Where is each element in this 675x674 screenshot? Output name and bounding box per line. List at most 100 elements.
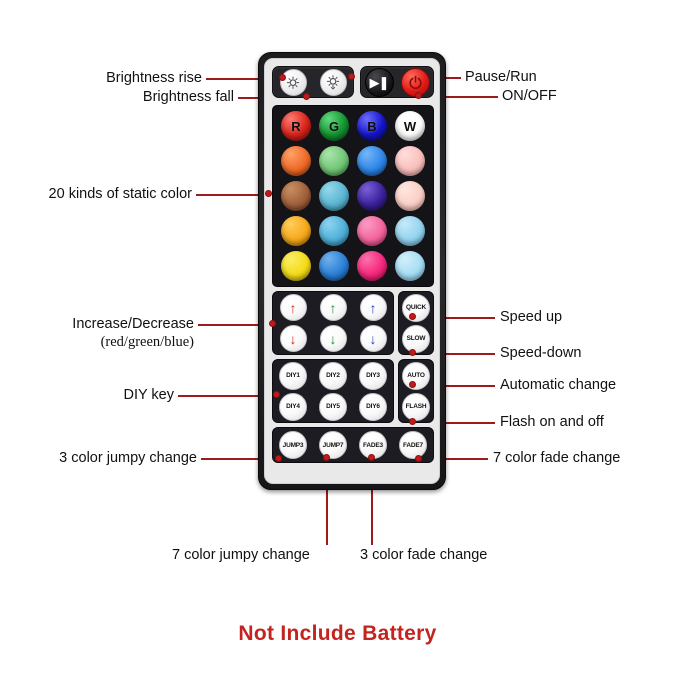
callout-dot-three-color-fade	[368, 454, 375, 461]
jump3-button[interactable]: JUMP3	[279, 431, 307, 459]
leader-line-speed-up	[412, 317, 495, 319]
fade7-button[interactable]: FADE7	[399, 431, 427, 459]
callout-dot-static-color	[265, 190, 272, 197]
label-increase-decrease-sub: (red/green/blue)	[100, 334, 194, 350]
label-seven-color-jumpy: 7 color jumpy change	[172, 547, 310, 563]
diy1-label: DIY1	[286, 372, 300, 379]
callout-dot-seven-color-fade	[415, 455, 422, 462]
diy4-label: DIY4	[286, 403, 300, 410]
leader-line-seven-color-fade	[418, 458, 488, 460]
slow-button[interactable]: SLOW	[402, 324, 430, 353]
leader-line-increase-decrease	[198, 324, 272, 326]
leader-line-seven-color-jumpy	[326, 457, 328, 545]
quick-button[interactable]: QUICK	[402, 293, 430, 322]
color-swatch[interactable]	[395, 180, 425, 211]
rgb-arrow-block: ↑ ↑ ↑ ↓ ↓ ↓	[272, 291, 394, 355]
arrow-up-icon: ↑	[329, 299, 337, 316]
callout-dot-three-color-jumpy	[275, 455, 282, 462]
color-swatch[interactable]	[319, 215, 349, 246]
diy4-button[interactable]: DIY4	[279, 392, 307, 421]
brightness-rise-button[interactable]	[279, 68, 307, 96]
flash-label: FLASH	[405, 403, 427, 410]
color-swatch[interactable]: G	[319, 111, 349, 142]
blue-down-button[interactable]: ↓	[359, 325, 387, 352]
mode-button-column: AUTO FLASH	[398, 359, 434, 423]
arrow-down-icon: ↓	[369, 330, 377, 347]
leader-line-three-color-jumpy	[201, 458, 278, 460]
blue-up-button[interactable]: ↑	[359, 294, 387, 321]
label-diy-key: DIY key	[123, 387, 174, 403]
arrow-down-icon: ↓	[289, 330, 297, 347]
play-pause-icon: ▶❚	[369, 74, 390, 90]
color-swatch[interactable]	[281, 250, 311, 281]
fade7-label: FADE7	[403, 441, 423, 449]
red-down-button[interactable]: ↓	[279, 325, 307, 352]
auto-button[interactable]: AUTO	[402, 361, 430, 390]
color-swatch[interactable]	[395, 146, 425, 177]
callout-dot-seven-color-jumpy	[323, 454, 330, 461]
swatch-label: W	[403, 118, 417, 134]
color-swatch-grid: R G B W	[272, 105, 434, 287]
callout-dot-speed-up	[409, 313, 416, 320]
diy6-label: DIY6	[366, 403, 380, 410]
color-swatch[interactable]	[357, 146, 387, 177]
label-seven-color-fade: 7 color fade change	[493, 450, 621, 466]
leader-line-diy-key	[178, 395, 276, 397]
color-swatch[interactable]	[281, 146, 311, 177]
diy3-button[interactable]: DIY3	[359, 361, 387, 390]
green-up-button[interactable]: ↑	[319, 294, 347, 321]
callout-dot-speed-down	[409, 349, 416, 356]
diy-button-block: DIY1 DIY2 DIY3 DIY4 DIY5 DIY6	[272, 359, 394, 423]
color-swatch[interactable]: B	[357, 111, 387, 142]
remote-control-body: ▶❚ R G B W	[258, 52, 446, 490]
callout-dot-diy-key	[273, 391, 280, 398]
color-swatch[interactable]	[319, 180, 349, 211]
flash-button[interactable]: FLASH	[402, 392, 430, 421]
diy6-button[interactable]: DIY6	[359, 392, 387, 421]
color-swatch[interactable]: R	[281, 111, 311, 142]
color-swatch[interactable]	[357, 250, 387, 281]
color-swatch[interactable]	[395, 250, 425, 281]
jump3-label: JUMP3	[282, 441, 304, 449]
callout-dot-pause-run	[348, 73, 355, 80]
speed-button-column: QUICK SLOW	[398, 291, 434, 355]
diy1-button[interactable]: DIY1	[279, 361, 307, 390]
jump7-label: JUMP7	[322, 441, 344, 449]
diy5-label: DIY5	[326, 403, 340, 410]
swatch-label: R	[291, 118, 301, 134]
color-swatch[interactable]	[357, 180, 387, 211]
leader-line-on-off	[418, 96, 498, 98]
power-icon	[408, 75, 422, 89]
diy2-button[interactable]: DIY2	[319, 361, 347, 390]
color-swatch[interactable]	[319, 250, 349, 281]
color-swatch[interactable]	[319, 146, 349, 177]
sun-down-icon	[326, 75, 340, 90]
power-panel: ▶❚	[360, 66, 434, 98]
diy2-label: DIY2	[326, 372, 340, 379]
color-swatch[interactable]	[281, 180, 311, 211]
diy5-button[interactable]: DIY5	[319, 392, 347, 421]
color-swatch[interactable]	[357, 215, 387, 246]
label-speed-up: Speed up	[500, 309, 563, 325]
pause-run-button[interactable]: ▶❚	[364, 67, 394, 97]
red-up-button[interactable]: ↑	[279, 294, 307, 321]
label-brightness-fall: Brightness fall	[142, 89, 234, 105]
callout-dot-automatic-change	[409, 381, 416, 388]
brightness-fall-button[interactable]	[319, 68, 347, 96]
green-down-button[interactable]: ↓	[319, 325, 347, 352]
callout-dot-brightness-rise	[279, 74, 286, 81]
color-swatch[interactable]: W	[395, 111, 425, 142]
color-swatch[interactable]	[395, 215, 425, 246]
leader-line-brightness-rise	[206, 78, 282, 80]
label-pause-run: Pause/Run	[465, 69, 537, 85]
quick-label: QUICK	[406, 304, 426, 311]
label-flash-on-off: Flash on and off	[500, 414, 604, 430]
leader-line-static-color	[196, 194, 268, 196]
auto-label: AUTO	[407, 372, 425, 379]
label-on-off: ON/OFF	[502, 88, 557, 104]
color-swatch[interactable]	[281, 215, 311, 246]
sun-up-icon	[286, 76, 300, 89]
slow-label: SLOW	[406, 335, 426, 342]
remote-faceplate: ▶❚ R G B W	[264, 58, 440, 484]
arrow-down-icon: ↓	[329, 330, 337, 347]
